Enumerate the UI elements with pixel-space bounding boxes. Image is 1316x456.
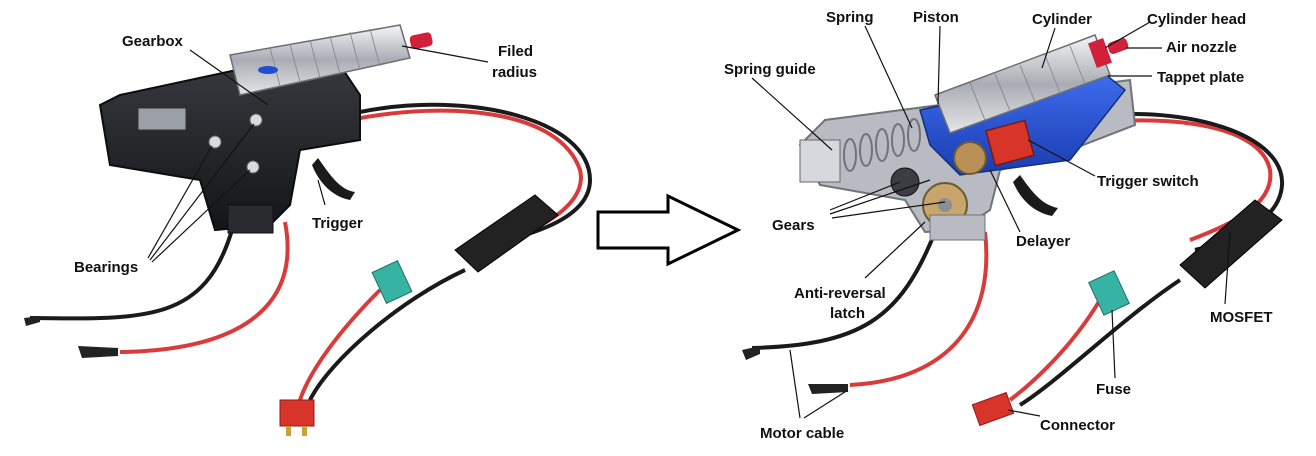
left-deans-connector	[279, 399, 315, 427]
left-mosfet	[454, 194, 559, 273]
right-cylinder-head	[1088, 38, 1112, 68]
right-mosfet	[1179, 199, 1283, 289]
right-motor-black-wire	[751, 231, 937, 350]
right-gear-spur	[953, 141, 987, 175]
label-tappet-plate: Tappet plate	[1157, 69, 1244, 86]
label-spring: Spring	[826, 9, 874, 26]
right-spring-guide	[799, 139, 841, 183]
label-connector: Connector	[1040, 417, 1115, 434]
left-air-nozzle	[409, 32, 433, 50]
right-deans-connector	[971, 391, 1015, 427]
assembled-gearbox	[24, 24, 593, 436]
right-motor-block	[929, 214, 986, 241]
bearing-2	[249, 113, 263, 127]
transition-arrow	[596, 193, 742, 267]
label-gearbox: Gearbox	[122, 33, 184, 50]
right-air-nozzle	[1107, 38, 1129, 54]
label-trigger-switch: Trigger switch	[1097, 173, 1199, 190]
left-motor-tip-red	[78, 346, 118, 358]
left-cylinder	[229, 24, 411, 96]
right-trigger	[1013, 175, 1058, 216]
left-blue-accent	[258, 66, 278, 74]
left-motor-black-wire	[29, 229, 234, 321]
right-gear-bevel	[890, 167, 920, 197]
left-spring-window	[137, 107, 187, 131]
label-anti-reversal-line2: latch	[830, 305, 865, 322]
right-motor-red-wire	[849, 231, 989, 387]
right-teal-plug	[1088, 270, 1130, 316]
right-lead-black	[1018, 278, 1182, 407]
right-spring	[843, 118, 921, 172]
left-lead-black	[308, 268, 466, 401]
label-mosfet: MOSFET	[1210, 309, 1273, 326]
label-gears: Gears	[772, 217, 815, 234]
label-delayer: Delayer	[1016, 233, 1070, 250]
label-air-nozzle: Air nozzle	[1166, 39, 1237, 56]
left-motor-red-wire	[119, 221, 290, 354]
left-leaders	[147, 45, 489, 263]
right-lead-red	[1008, 298, 1102, 402]
right-leaders	[751, 21, 1231, 419]
label-anti-reversal-line1: Anti-reversal	[794, 285, 886, 302]
label-cylinder: Cylinder	[1032, 11, 1092, 28]
label-bearings: Bearings	[74, 259, 138, 276]
open-gearbox	[742, 34, 1285, 427]
label-motor-cable: Motor cable	[760, 425, 844, 442]
left-motor-block	[227, 204, 274, 234]
label-piston: Piston	[913, 9, 959, 26]
right-cylinder	[934, 34, 1111, 134]
bearing-1	[208, 135, 222, 149]
left-trigger	[312, 158, 355, 200]
right-motor-tip-red	[808, 384, 848, 394]
left-teal-plug	[371, 260, 413, 304]
label-cylinder-head: Cylinder head	[1147, 11, 1246, 28]
left-lead-red	[298, 288, 382, 401]
label-filed-radius-line1: Filed	[498, 43, 533, 60]
label-filed-radius-line2: radius	[492, 64, 537, 81]
label-trigger: Trigger	[312, 215, 363, 232]
label-spring-guide: Spring guide	[724, 61, 816, 78]
label-fuse: Fuse	[1096, 381, 1131, 398]
left-motor-tip-black	[24, 316, 40, 326]
right-motor-tip-black	[742, 346, 760, 360]
right-trigger-switch	[985, 119, 1035, 167]
left-black-wire	[359, 102, 593, 247]
